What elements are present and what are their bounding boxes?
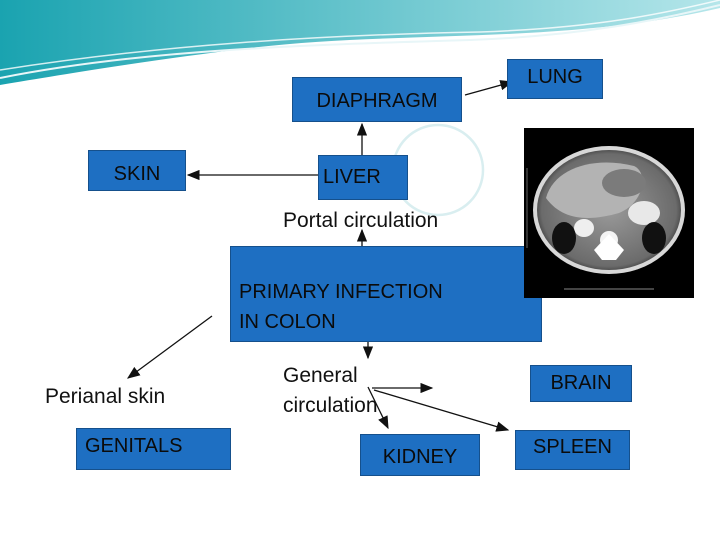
- spleen-box: SPLEEN: [515, 430, 630, 470]
- decorative-banner: [0, 0, 720, 85]
- perianal-skin-label: Perianal skin: [45, 385, 166, 408]
- primary-infection-label: PRIMARY INFECTION IN COLON: [239, 281, 443, 333]
- genitals-label: GENITALS: [85, 435, 183, 457]
- skin-box: SKIN: [88, 150, 186, 191]
- portal-circulation-label: Portal circulation: [283, 209, 439, 232]
- kidney-label: KIDNEY: [382, 446, 458, 468]
- ct-scan-abdomen-image: [524, 128, 694, 298]
- general-circulation-label: General circulation: [283, 364, 378, 417]
- diaphragm-box: DIAPHRAGM: [292, 77, 462, 122]
- skin-label: SKIN: [113, 163, 161, 185]
- arrow-diaphragm-to-lung: [464, 80, 514, 96]
- liver-box: LIVER: [318, 155, 408, 200]
- arrow-general-to-spleen: [373, 389, 510, 432]
- genitals-box: GENITALS: [76, 428, 231, 470]
- brain-label: BRAIN: [550, 372, 612, 394]
- arrow-infection-to-perianal: [126, 315, 213, 379]
- kidney-box: KIDNEY: [360, 434, 480, 476]
- liver-label: LIVER: [323, 166, 381, 188]
- spleen-label: SPLEEN: [533, 436, 612, 458]
- arrow-general-to-kidney: [367, 386, 389, 430]
- primary-infection-box: PRIMARY INFECTION IN COLON: [230, 246, 542, 342]
- brain-box: BRAIN: [530, 365, 632, 402]
- lung-box: LUNG: [507, 59, 603, 99]
- diaphragm-label: DIAPHRAGM: [316, 90, 438, 112]
- lung-label: LUNG: [527, 66, 583, 88]
